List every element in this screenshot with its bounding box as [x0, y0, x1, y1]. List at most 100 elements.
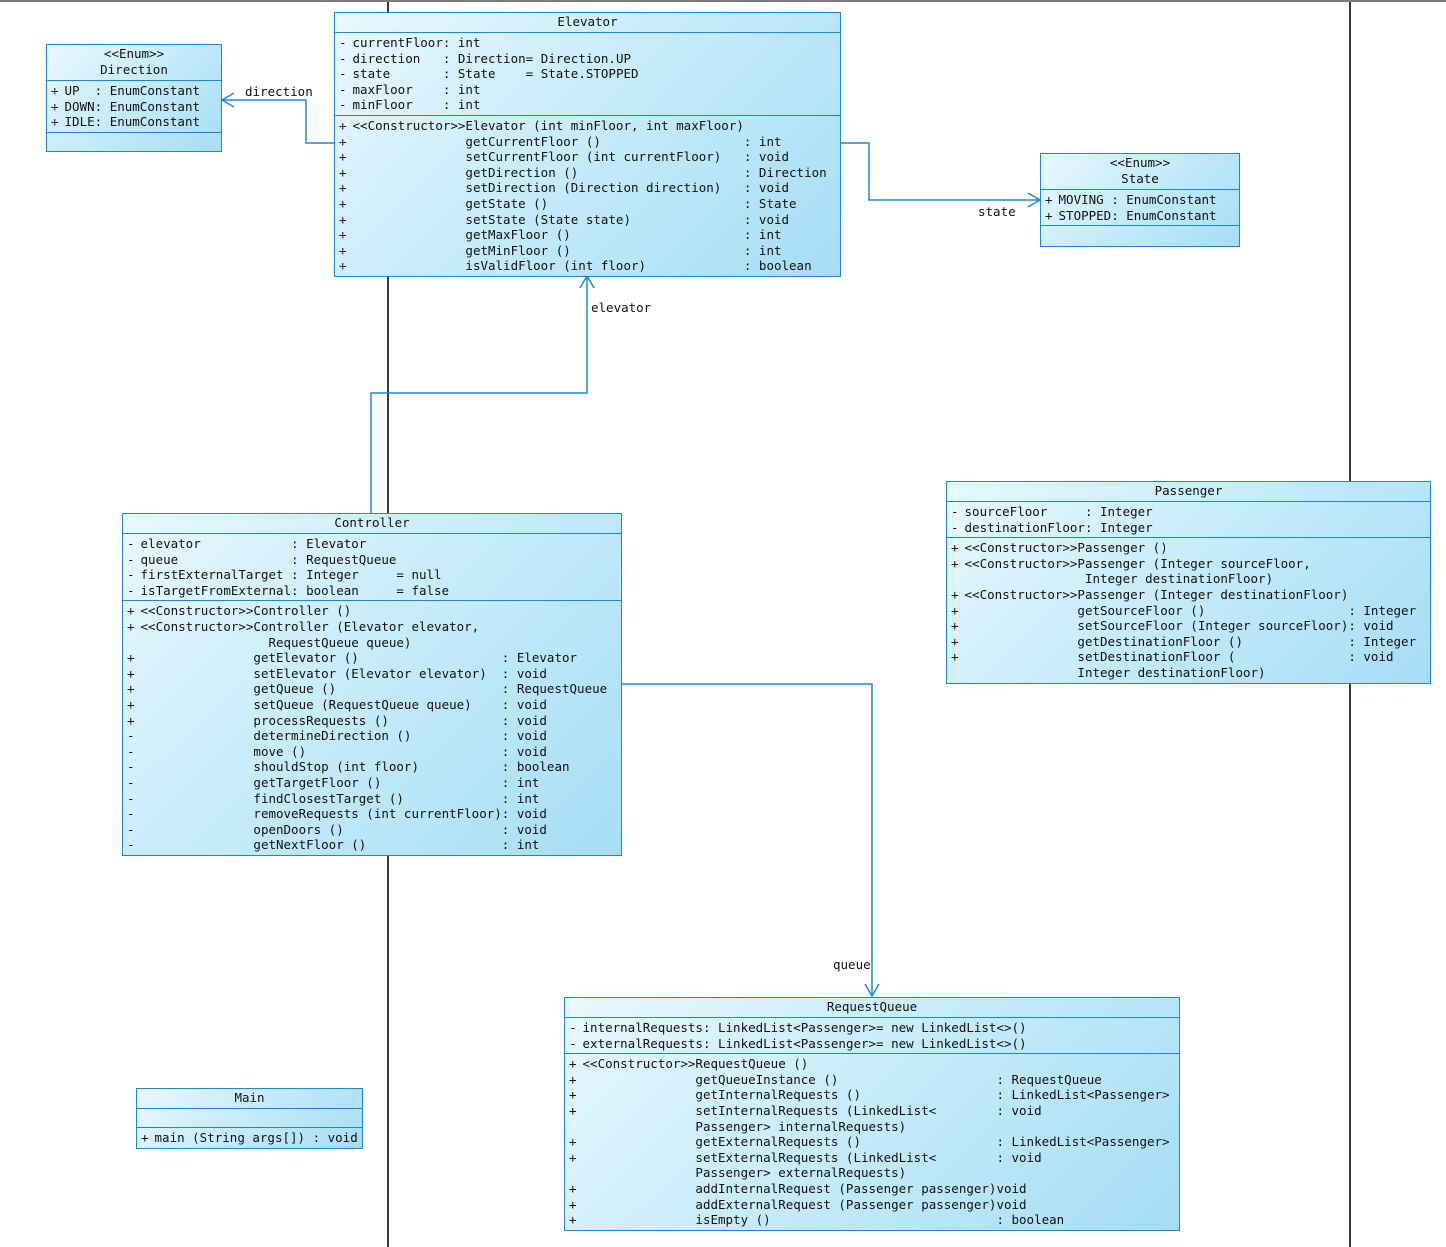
enum-constant-row: +MOVING: EnumConstant [1045, 192, 1217, 208]
class-requestqueue[interactable]: RequestQueue -internalRequests: LinkedLi… [564, 997, 1180, 1231]
operation-signature: getTargetFloor () [253, 774, 382, 790]
operation-stereotype [141, 806, 254, 822]
attribute-row: -minFloor: int [339, 97, 639, 113]
attribute-name: elevator [140, 536, 201, 551]
operation-stereotype [583, 1181, 696, 1197]
operation-return [996, 1056, 1169, 1072]
operation-row: +processRequests (): void [127, 713, 607, 729]
visibility: - [127, 743, 135, 759]
operation-stereotype: <<Constructor>> [140, 618, 254, 634]
visibility: + [141, 1130, 149, 1145]
visibility: + [51, 98, 59, 114]
visibility: + [339, 117, 347, 133]
operation-section: +<<Constructor>>Controller () +<<Constru… [123, 601, 621, 855]
class-name: Elevator [557, 14, 618, 29]
visibility: - [127, 790, 135, 806]
enum-stereotype: <<Enum>> [103, 46, 165, 61]
operation-stereotype [353, 258, 466, 274]
operation-row: +setState (State state): void [339, 212, 827, 228]
operation-row: +setElevator (Elevator elevator): void [127, 666, 607, 682]
operation-stereotype [353, 180, 466, 196]
operation-stereotype [583, 1134, 696, 1150]
operation-signature: findClosestTarget () [253, 790, 404, 806]
attribute-table: -sourceFloor: Integer -destinationFloor:… [951, 504, 1153, 535]
class-main[interactable]: Main +main (String args[]) : void [136, 1088, 363, 1149]
operation-return: : void [501, 712, 547, 728]
operation-stereotype [141, 837, 254, 853]
operation-signature: Passenger (Integer destinationFloor) [1077, 586, 1349, 602]
operation-signature: getDestinationFloor () [1077, 633, 1243, 649]
operation-stereotype [353, 212, 466, 228]
operation-signature: setCurrentFloor (int currentFloor) [465, 149, 722, 165]
visibility: + [569, 1056, 577, 1072]
visibility: + [569, 1212, 577, 1228]
class-passenger[interactable]: Passenger -sourceFloor: Integer -destina… [946, 481, 1431, 684]
visibility: + [339, 133, 347, 149]
operation-stereotype [583, 1072, 696, 1088]
attribute-type: : EnumConstant [94, 114, 200, 130]
operation-return [744, 118, 827, 134]
attribute-name: externalRequests [582, 1035, 703, 1051]
visibility: - [127, 774, 135, 790]
operation-row: +getDirection (): Direction [339, 165, 827, 181]
attribute-table: -internalRequests: LinkedList<Passenger>… [569, 1020, 1027, 1051]
visibility: - [951, 504, 959, 519]
visibility: + [569, 1196, 577, 1212]
attribute-default: = new LinkedList<>() [876, 1020, 1027, 1035]
operation-row: +setDirection (Direction direction): voi… [339, 180, 827, 196]
attribute-section: -sourceFloor: Integer -destinationFloor:… [947, 502, 1430, 539]
operation-signature: isEmpty () [695, 1212, 771, 1228]
attribute-section [137, 1109, 362, 1128]
operation-row: +getQueueInstance (): RequestQueue [569, 1072, 1170, 1088]
operation-signature: move () [253, 743, 307, 759]
visibility: + [339, 227, 347, 243]
attribute-default [526, 97, 639, 113]
operation-return: : RequestQueue [501, 681, 608, 697]
operation-stereotype [141, 728, 254, 744]
visibility: - [127, 821, 135, 837]
operation-row: -getTargetFloor (): int [127, 775, 607, 791]
operation-stereotype: <<Constructor>> [964, 540, 1078, 556]
visibility: + [339, 164, 347, 180]
operation-return: : void [996, 1149, 1042, 1165]
association-label-elevator: elevator [591, 300, 652, 315]
operation-row: +setSourceFloor (Integer sourceFloor): v… [951, 618, 1416, 634]
operation-row: +<<Constructor>>Passenger (Integer desti… [951, 587, 1416, 603]
operation-return: : void [743, 211, 790, 227]
operation-return: : int [501, 790, 540, 806]
operation-stereotype [583, 1212, 696, 1228]
class-elevator[interactable]: Elevator -currentFloor: int -direction: … [334, 12, 841, 277]
operation-signature: getMaxFloor () [465, 227, 571, 243]
visibility: - [339, 81, 347, 97]
visibility: + [127, 696, 135, 712]
operation-stereotype [965, 634, 1078, 650]
visibility: + [127, 603, 135, 619]
operation-stereotype [965, 649, 1078, 680]
enum-direction[interactable]: <<Enum>> Direction +UP: EnumConstant +DO… [46, 44, 222, 152]
visibility: + [569, 1149, 577, 1165]
visibility: - [339, 50, 347, 66]
operation-return: : LinkedList<Passenger> [996, 1087, 1170, 1103]
visibility: + [1045, 207, 1053, 223]
operation-row: +getDestinationFloor (): Integer [951, 634, 1416, 650]
visibility: - [127, 551, 135, 567]
visibility: - [339, 35, 347, 50]
operation-stereotype: <<Constructor>> [352, 117, 466, 133]
class-name: Main [234, 1090, 265, 1105]
operation-return: : Integer [1348, 602, 1417, 618]
operation-signature: Passenger (Integer sourceFloor, Integer … [1077, 555, 1311, 587]
operation-section: +<<Constructor>>Passenger () +<<Construc… [947, 538, 1430, 682]
enum-state[interactable]: <<Enum>> State +MOVING: EnumConstant +ST… [1040, 153, 1240, 248]
class-controller[interactable]: Controller -elevator: Elevator -queue: R… [122, 513, 622, 856]
attribute-default [526, 82, 639, 98]
visibility: - [569, 1020, 577, 1035]
operation-return: : void [743, 180, 790, 196]
attribute-row: -maxFloor: int [339, 82, 639, 98]
operation-return: : Elevator [501, 650, 578, 666]
top-border [0, 0, 1446, 2]
operation-row: +addExternalRequest (Passenger passenger… [569, 1197, 1170, 1213]
attribute-type: : Integer [291, 567, 359, 583]
visibility: + [127, 650, 135, 666]
operation-return: : void [501, 696, 547, 712]
operation-return: : void [743, 149, 790, 165]
